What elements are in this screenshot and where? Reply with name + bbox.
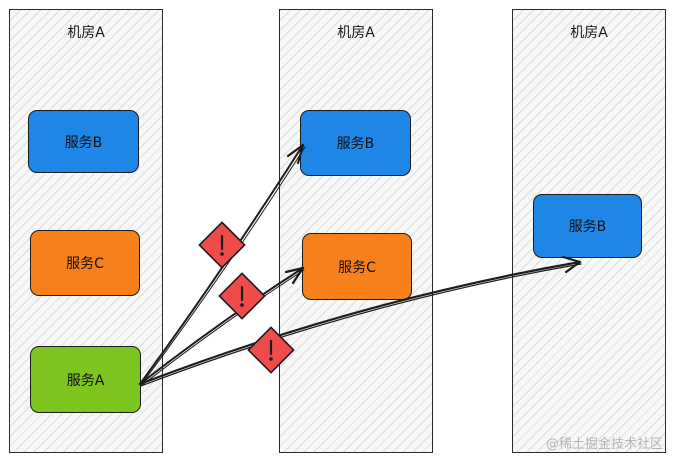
service-label: 服务B: [64, 134, 103, 151]
room-title: 机房A: [67, 25, 105, 41]
room-title: 机房A: [337, 25, 375, 41]
service-a-room-1[interactable]: 服务A: [30, 346, 141, 413]
connection-to-service-c-room-2: [139, 266, 305, 387]
room-title: 机房A: [570, 25, 608, 41]
service-b-room-2[interactable]: 服务B: [300, 110, 411, 176]
error-marker-icon: [218, 272, 266, 320]
service-c-room-2[interactable]: 服务C: [302, 233, 412, 300]
service-b-room-1[interactable]: 服务B: [28, 110, 139, 173]
room-2: 机房A: [279, 9, 433, 453]
connection-to-service-b-room-2: [139, 143, 306, 386]
connection-to-service-b-room-3: [138, 255, 582, 387]
service-label: 服务B: [336, 136, 375, 152]
service-label: 服务A: [66, 372, 105, 389]
error-marker-icon: [198, 221, 246, 269]
error-marker-icon: [247, 326, 295, 374]
watermark: @稀土掘金技术社区: [545, 437, 663, 452]
service-label: 服务B: [568, 219, 607, 235]
service-label: 服务C: [66, 256, 104, 272]
service-label: 服务C: [338, 259, 376, 276]
service-c-room-1[interactable]: 服务C: [30, 230, 140, 296]
service-b-room-3[interactable]: 服务B: [533, 194, 642, 258]
